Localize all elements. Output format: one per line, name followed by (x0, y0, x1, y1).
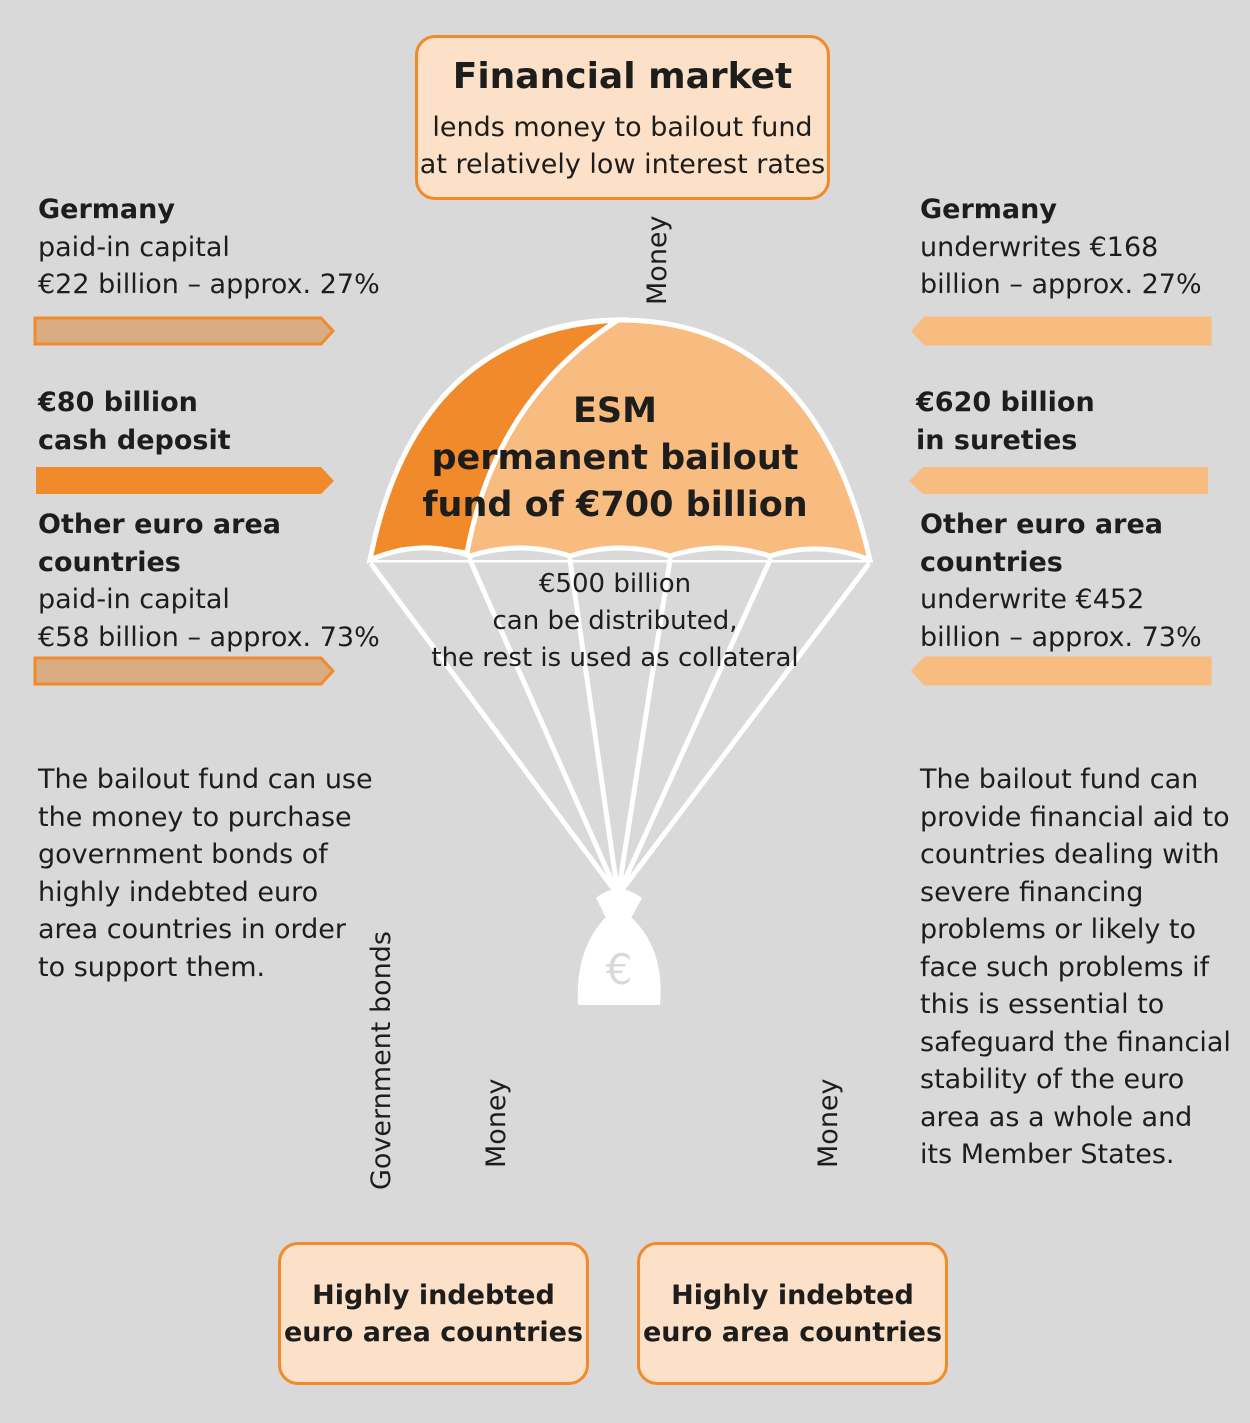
esm-sub1: €500 billion (538, 569, 692, 599)
right-desc-line: this is essential to (920, 989, 1165, 1020)
right-desc-line: stability of the euro (920, 1064, 1185, 1095)
right-others-line1: Other euro area (920, 509, 1163, 540)
bottom-right-line2: euro area countries (642, 1317, 943, 1348)
right-germany-arrow (910, 316, 1212, 346)
left-desc-line: the money to purchase (38, 801, 352, 833)
bottom-left-line1: Highly indebted (312, 1280, 555, 1311)
money-bag-icon (577, 889, 661, 1005)
bottom-left-line2: euro area countries (283, 1317, 584, 1348)
esm-line3: fund of €700 billion (422, 485, 808, 525)
right-germany-line1: underwrites €168 (920, 231, 1159, 263)
right-desc-line: its Member States. (920, 1139, 1175, 1170)
esm-title-block: ESM permanent bailout fund of €700 billi… (420, 388, 810, 529)
left-germany-arrow (33, 316, 336, 346)
left-germany-line2: €22 billion – approx. 27% (38, 269, 380, 300)
esm-line1: ESM (573, 391, 657, 431)
left-germany-line1: paid-in capital (38, 231, 230, 263)
left-others-arrow (33, 656, 336, 686)
suspension-lines (369, 557, 871, 898)
right-germany-line2: billion – approx. 27% (920, 269, 1202, 300)
right-germany-block: Germany underwrites €168 billion – appro… (920, 191, 1202, 304)
esm-sub2: can be distributed, (492, 606, 738, 636)
financial-market-title: Financial market (452, 56, 793, 97)
right-others-line2: countries (920, 546, 1063, 578)
bottom-left-box: Highly indebted euro area countries (278, 1242, 589, 1385)
left-others-line2: countries (38, 546, 181, 578)
money-label-right: Money (813, 1078, 844, 1168)
right-sureties-arrow (909, 467, 1208, 494)
left-description: The bailout fund can use the money to pu… (38, 761, 373, 986)
left-cash-line2: cash deposit (38, 424, 231, 456)
right-desc-line: face such problems if (920, 951, 1210, 983)
left-cash-arrow (36, 467, 334, 494)
esm-line2: permanent bailout (431, 438, 799, 478)
bottom-right-box: Highly indebted euro area countries (637, 1242, 948, 1385)
financial-market-box: Financial market lends money to bailout … (415, 35, 830, 200)
right-others-block: Other euro area countries underwrite €45… (920, 506, 1202, 656)
left-others-line4: €58 billion – approx. 73% (38, 621, 380, 653)
right-desc-line: problems or likely to (920, 914, 1197, 945)
canopy-hem (368, 545, 871, 563)
bottom-right-line1: Highly indebted (671, 1280, 914, 1311)
left-germany-title: Germany (38, 194, 175, 225)
left-germany-block: Germany paid-in capital €22 billion – ap… (38, 191, 380, 304)
right-description: The bailout fund can provide financial a… (920, 761, 1231, 1174)
left-others-block: Other euro area countries paid-in capita… (38, 506, 380, 656)
right-others-line4: billion – approx. 73% (920, 621, 1202, 653)
money-label-top: Money (642, 215, 673, 305)
right-desc-line: provide financial aid to (920, 801, 1230, 833)
right-sureties-line2: in sureties (916, 424, 1078, 456)
right-desc-line: safeguard the financial (920, 1026, 1231, 1058)
right-others-line3: underwrite €452 (920, 584, 1145, 615)
left-desc-line: to support them. (38, 951, 266, 983)
right-desc-line: severe financing (920, 876, 1144, 908)
left-others-line1: Other euro area (38, 509, 281, 540)
euro-icon: € (605, 945, 633, 994)
right-desc-line: area as a whole and (920, 1101, 1193, 1133)
financial-market-line2: at relatively low interest rates (419, 149, 826, 180)
left-others-line3: paid-in capital (38, 584, 230, 615)
left-desc-line: The bailout fund can use (38, 764, 373, 795)
left-desc-line: area countries in order (38, 914, 347, 945)
right-desc-line: countries dealing with (920, 839, 1220, 870)
left-desc-line: highly indebted euro (38, 876, 319, 908)
right-sureties-block: €620 billion in sureties (916, 384, 1095, 459)
left-desc-line: government bonds of (38, 839, 328, 870)
right-desc-line: The bailout fund can (920, 764, 1199, 795)
left-cash-line1: €80 billion (38, 387, 198, 418)
right-sureties-line1: €620 billion (916, 387, 1095, 418)
right-others-arrow (910, 656, 1212, 686)
financial-market-line1: lends money to bailout fund (432, 112, 813, 143)
esm-sub3: the rest is used as collateral (431, 643, 799, 673)
money-label-left: Money (481, 1078, 512, 1168)
right-germany-title: Germany (920, 194, 1057, 225)
esm-subtext: €500 billion can be distributed, the res… (420, 566, 810, 677)
left-cash-block: €80 billion cash deposit (38, 384, 231, 459)
